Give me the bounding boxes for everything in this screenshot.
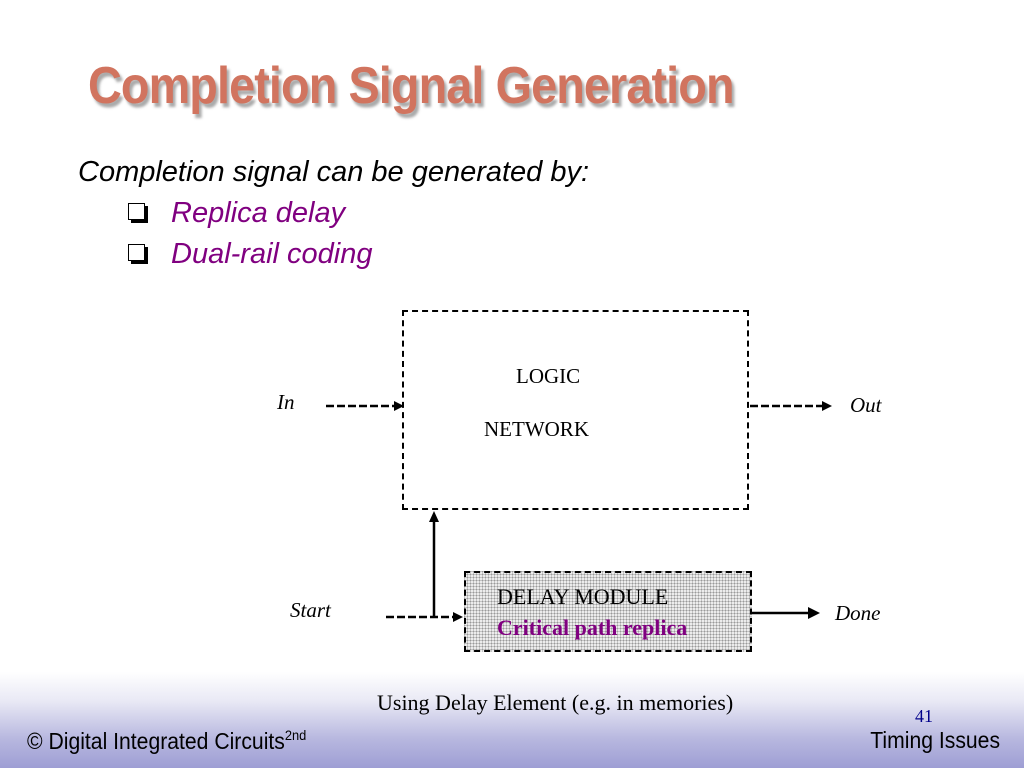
slide-title: Completion Signal Generation bbox=[88, 57, 735, 115]
footer-copyright-text: © Digital Integrated Circuits bbox=[27, 728, 285, 754]
bullet-item: Dual-rail coding bbox=[128, 238, 373, 271]
start-arrow-icon bbox=[453, 612, 463, 622]
delay-module-label: DELAY MODULE bbox=[497, 584, 669, 609]
footer-edition-sup: 2nd bbox=[284, 727, 307, 743]
diagram-caption: Using Delay Element (e.g. in memories) bbox=[377, 690, 734, 715]
in-arrow-icon bbox=[394, 401, 404, 411]
bullet-item: Replica delay bbox=[128, 197, 345, 230]
bullet-text: Dual-rail coding bbox=[171, 238, 373, 270]
logic-network-box bbox=[402, 310, 749, 510]
done-label: Done bbox=[835, 601, 881, 625]
done-arrow-icon bbox=[808, 607, 820, 619]
up-arrow-icon bbox=[429, 511, 439, 522]
page-number: 41 bbox=[915, 706, 933, 726]
bullet-text: Replica delay bbox=[171, 197, 346, 229]
logic-label: LOGIC bbox=[516, 364, 581, 388]
start-label: Start bbox=[290, 598, 331, 622]
footer-topic: Timing Issues bbox=[870, 727, 1000, 753]
out-label: Out bbox=[850, 393, 882, 417]
in-label: In bbox=[277, 390, 295, 414]
footer-band bbox=[0, 672, 1024, 768]
out-arrow-icon bbox=[822, 401, 832, 411]
checkbox-bullet-icon bbox=[128, 203, 145, 220]
critical-path-label: Critical path replica bbox=[497, 615, 688, 640]
checkbox-bullet-icon bbox=[128, 244, 145, 261]
delay-module-box bbox=[464, 571, 752, 652]
intro-text: Completion signal can be generated by: bbox=[78, 156, 590, 188]
footer-copyright: © Digital Integrated Circuits2nd bbox=[27, 727, 306, 755]
network-label: NETWORK bbox=[484, 417, 589, 441]
